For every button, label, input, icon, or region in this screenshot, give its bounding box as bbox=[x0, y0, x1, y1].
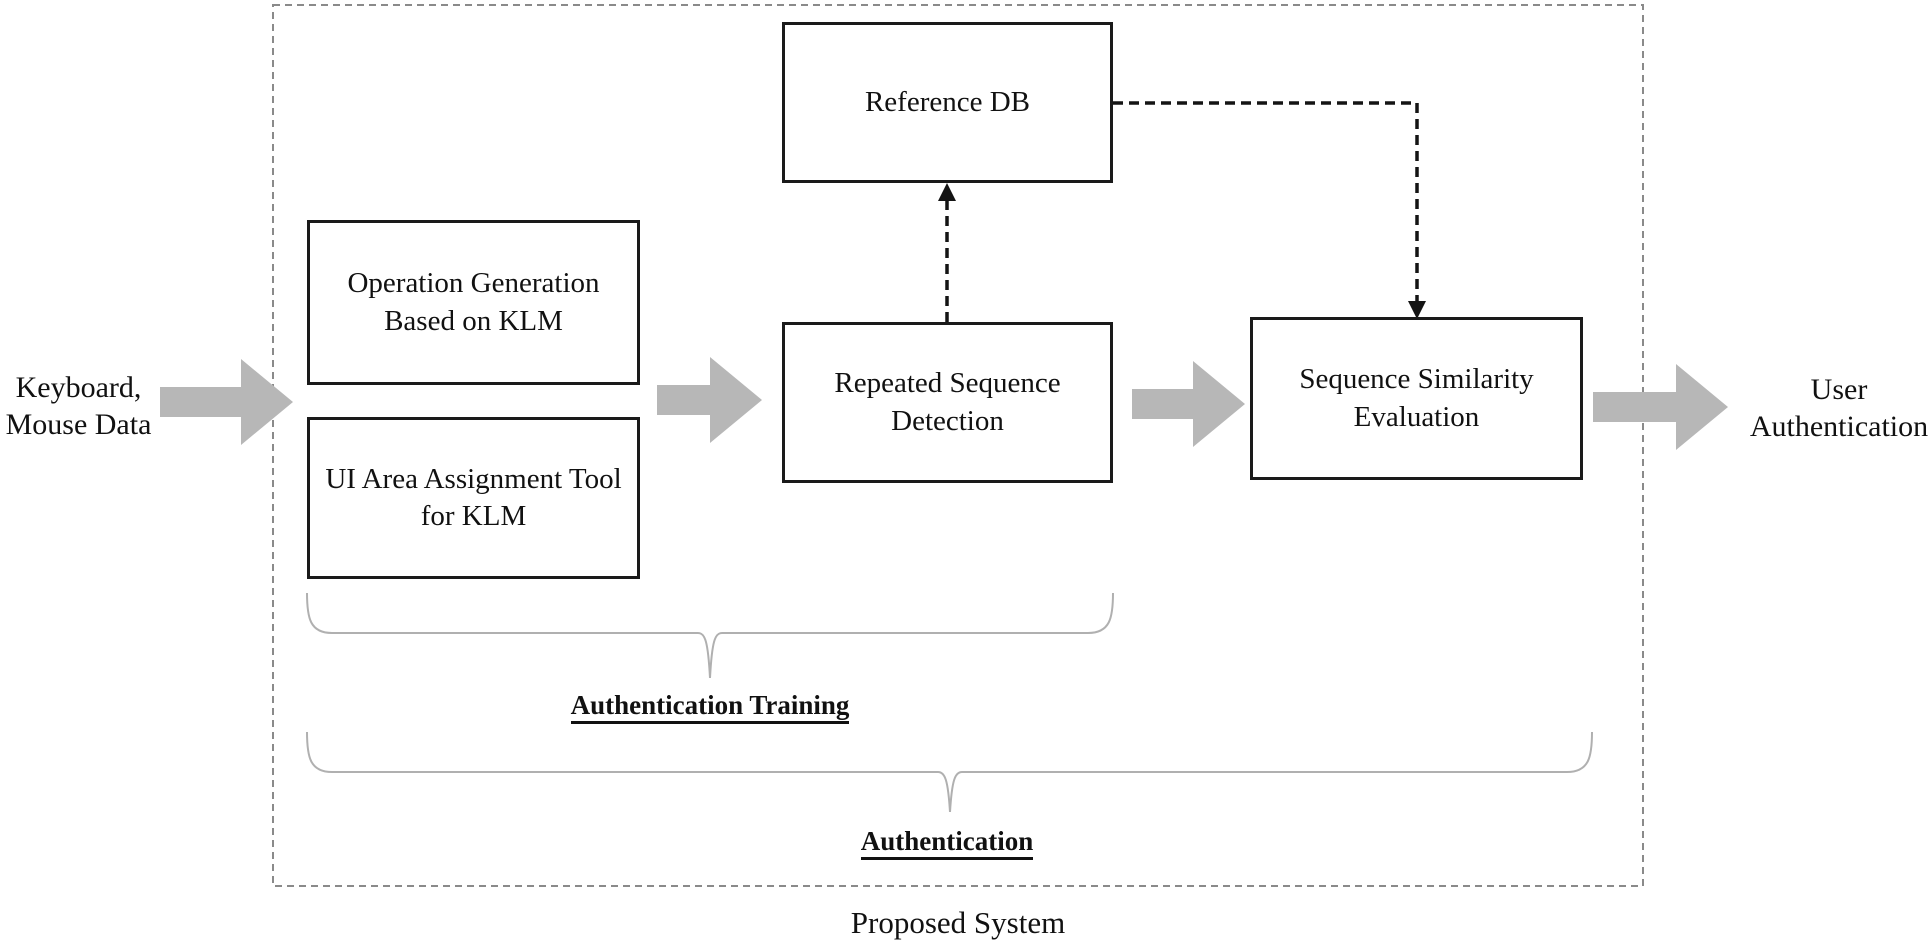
flow-arrow-detection-to-evaluation-icon bbox=[1132, 361, 1245, 447]
brace-authentication bbox=[306, 731, 1593, 813]
dashed-elbow-reference-db-to-evaluation bbox=[1113, 101, 1419, 302]
box-repeated-sequence-detection: Repeated Sequence Detection bbox=[782, 322, 1113, 483]
output-label-line1: User bbox=[1810, 373, 1868, 406]
authentication-training-label-text: Authentication Training bbox=[570, 690, 850, 724]
flow-arrow-output-icon bbox=[1593, 364, 1728, 450]
box-operation-generation: Operation Generation Based on KLM bbox=[307, 220, 640, 385]
input-data-label-line2: Mouse Data bbox=[5, 408, 152, 441]
output-label-line2: Authentication bbox=[1749, 410, 1929, 443]
box-operation-generation-label: Operation Generation Based on KLM bbox=[347, 267, 600, 337]
input-data-label: Keyboard, Mouse Data bbox=[0, 369, 161, 443]
box-ui-area-assignment-tool-label: UI Area Assignment Tool for KLM bbox=[325, 462, 622, 532]
box-reference-db: Reference DB bbox=[782, 22, 1113, 183]
authentication-training-label: Authentication Training bbox=[510, 690, 910, 724]
box-ui-area-assignment-tool: UI Area Assignment Tool for KLM bbox=[307, 417, 640, 579]
flow-arrow-klm-to-detection-icon bbox=[657, 357, 762, 443]
arrowhead-up-icon bbox=[938, 183, 956, 201]
authentication-label: Authentication bbox=[747, 826, 1147, 860]
box-sequence-similarity-evaluation: Sequence Similarity Evaluation bbox=[1250, 317, 1583, 480]
input-data-label-line1: Keyboard, bbox=[15, 371, 142, 404]
output-label: User Authentication bbox=[1744, 371, 1930, 445]
box-sequence-similarity-evaluation-label: Sequence Similarity Evaluation bbox=[1299, 363, 1534, 433]
authentication-label-text: Authentication bbox=[860, 826, 1034, 860]
box-repeated-sequence-detection-label: Repeated Sequence Detection bbox=[834, 367, 1061, 437]
box-reference-db-label: Reference DB bbox=[864, 85, 1031, 118]
figure-caption: Proposed System bbox=[850, 905, 1066, 940]
flow-arrow-input-icon bbox=[160, 359, 293, 445]
brace-authentication-training bbox=[306, 592, 1114, 679]
